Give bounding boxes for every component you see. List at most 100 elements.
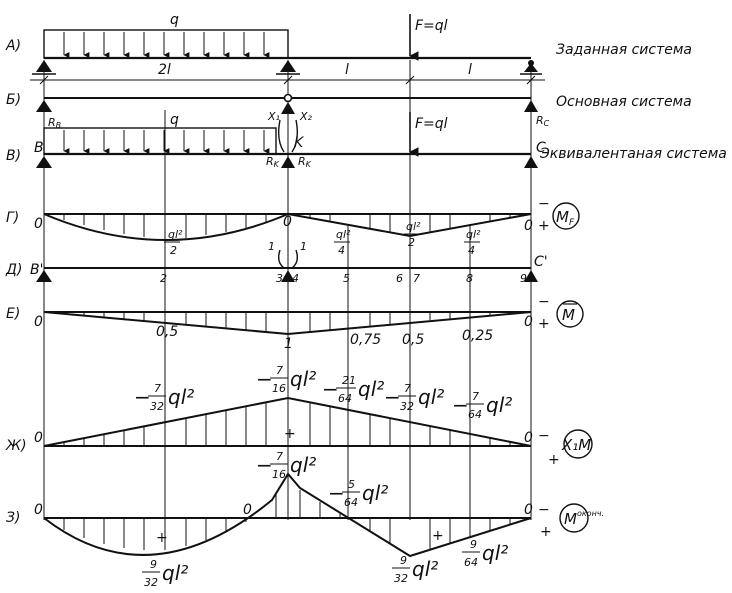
mf-name-circle [552, 202, 580, 230]
svg-text:−: − [322, 377, 339, 401]
x1m-value-4: − 7 32 ql² [384, 382, 444, 413]
unit-moment-right: 1 [300, 240, 307, 253]
svg-text:7: 7 [472, 390, 479, 403]
x1m-name-circle [563, 429, 593, 459]
point-3: 3 [276, 272, 283, 285]
svg-text:32: 32 [144, 576, 158, 589]
mf-value-4-den: 4 [468, 244, 475, 257]
svg-text:9: 9 [470, 538, 477, 551]
load-q-label: q [170, 12, 179, 28]
svg-text:64: 64 [464, 556, 478, 569]
reaction-rk-left: RK [266, 155, 280, 169]
svg-text:32: 32 [400, 400, 414, 413]
svg-text:9: 9 [400, 554, 407, 567]
final-diagram: 0 0 0 + + − 7 16 ql² − 5 64 ql² 9 32 ql² [34, 450, 604, 589]
label-c-prime: C' [534, 254, 548, 270]
svg-text:9: 9 [150, 558, 157, 571]
svg-text:16: 16 [272, 468, 286, 481]
point-6: 6 [396, 272, 403, 285]
mbar-value-1: 1 [284, 336, 293, 352]
row-label-b: Б) [6, 92, 21, 108]
final-value-4: 9 32 ql² [392, 554, 438, 585]
x1m-zero-right: 0 [524, 430, 533, 446]
mf-zero-left: 0 [34, 216, 43, 232]
mf-value-3-num: ql² [406, 220, 421, 233]
row-label-v: В) [6, 148, 21, 164]
dim-left: 2l [158, 62, 171, 78]
point-2: 2 [160, 272, 167, 285]
x1m-value-5: − 7 64 ql² [452, 390, 512, 421]
given-system: q F=ql Заданная система [32, 12, 692, 75]
point-7: 7 [413, 272, 420, 285]
mbar-outline [43, 311, 532, 336]
row-label-d: Д) [5, 262, 22, 278]
final-zero-left: 0 [34, 502, 43, 518]
svg-text:−: − [452, 393, 469, 417]
basic-system: Основная система [36, 93, 692, 114]
mf-zero-mid: 0 [283, 214, 292, 230]
pin-support-mid [280, 60, 296, 72]
dim-right: l [468, 62, 472, 78]
x1m-name: X₁M [561, 436, 591, 454]
reaction-rb: RB [48, 116, 61, 130]
final-name: Mоконч. [564, 509, 604, 528]
final-name-circle [559, 503, 589, 533]
mf-value-1-num: ql² [168, 228, 183, 241]
equivalent-system: q F=ql X₁ X₂ K B C RB RC RK RK Эквивален… [34, 110, 727, 169]
distributed-load-mid [43, 127, 277, 155]
x1m-value-3: − 21 64 ql² [322, 374, 384, 405]
unit-moment-left-arc [277, 249, 285, 269]
label-x1: X₁ [267, 110, 280, 123]
svg-text:ql²: ql² [418, 385, 444, 409]
svg-text:−: − [134, 385, 151, 409]
final-zero-mid: 0 [243, 502, 252, 518]
svg-text:7: 7 [276, 364, 283, 377]
x1m-value-1: − 7 32 ql² [134, 382, 194, 413]
row-label-a: А) [5, 38, 21, 54]
point-5: 5 [343, 272, 350, 285]
mbar-value-05a: 0,5 [156, 324, 178, 340]
mf-value-1-den: 2 [170, 244, 177, 257]
svg-text:−: − [328, 481, 345, 505]
system-name-equivalent: Эквивалентаная система [539, 146, 727, 162]
final-sign-plus-left: + [156, 530, 168, 546]
moment-x1-arc [277, 119, 285, 153]
x1m-diagram: 0 0 + − 7 32 ql² − 7 16 ql² − 21 64 ql² … [34, 364, 593, 468]
system-name-given: Заданная система [556, 42, 692, 58]
row-label-zh: Ж) [5, 438, 27, 454]
mf-sign-plus: + [538, 218, 550, 234]
unit-moment-left: 1 [268, 240, 275, 253]
dim-mid: l [345, 62, 349, 78]
x1m-sign-plus: + [548, 452, 560, 468]
mbar-diagram: 0 0 0,5 1 0,75 0,5 0,25 − + M [34, 294, 584, 352]
mbar-value-05b: 0,5 [402, 332, 424, 348]
mf-zero-right: 0 [524, 218, 533, 234]
mf-curve [43, 212, 532, 241]
point-4: 4 [292, 272, 299, 285]
final-value-1: − 7 16 ql² [256, 450, 316, 481]
unit-state: 1 1 B' C' 2 3 4 5 6 7 8 9 [30, 240, 548, 285]
label-x2: X₂ [299, 110, 313, 123]
x1m-zero-left: 0 [34, 430, 43, 446]
mbar-name-circle [556, 300, 584, 328]
hinge-basic [283, 93, 293, 103]
mbar-name: M [562, 306, 575, 324]
distributed-load-top [43, 29, 289, 59]
x1m-sign-minus: − [538, 428, 550, 444]
mf-value-2-den: 4 [338, 244, 345, 257]
svg-text:7: 7 [154, 382, 161, 395]
svg-text:ql²: ql² [412, 557, 438, 581]
moment-x2-arc [291, 119, 299, 153]
system-name-basic: Основная система [556, 94, 692, 110]
x1m-sign-plus-mid: + [284, 426, 296, 442]
svg-text:−: − [256, 453, 273, 477]
final-value-2: − 5 64 ql² [328, 478, 388, 509]
row-label-z: З) [6, 510, 20, 526]
svg-text:ql²: ql² [362, 481, 388, 505]
row-labels: А) Б) В) Г) Д) Е) Ж) З) [5, 38, 27, 526]
mbar-zero-right: 0 [524, 314, 533, 330]
final-outline [43, 472, 532, 558]
svg-text:7: 7 [404, 382, 411, 395]
unit-moment-right-arc [291, 249, 299, 269]
